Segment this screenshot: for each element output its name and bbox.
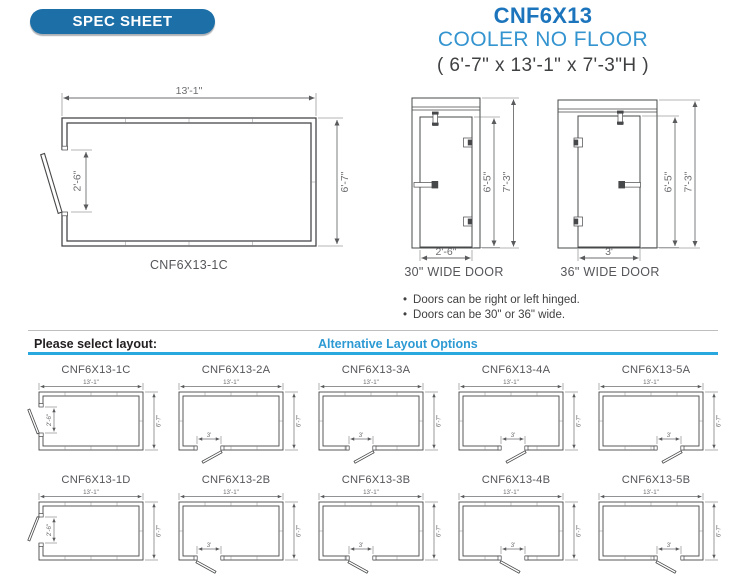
svg-text:13'-1": 13'-1" [363, 379, 379, 386]
layout-option-cnf6x13-2b[interactable]: CNF6X13-2B 13'-1" 6'-7" 3' [166, 474, 306, 576]
svg-text:6'-7": 6'-7" [716, 525, 723, 537]
layout-thumbnail-drawing: 13'-1" 6'-7" 2'-6" [27, 489, 163, 561]
title-block: CNF6X13 COOLER NO FLOOR ( 6'-7" x 13'-1"… [380, 3, 706, 77]
svg-text:2'-6": 2'-6" [46, 414, 53, 426]
select-layout-prompt: Please select layout: [34, 337, 157, 351]
svg-text:3': 3' [511, 432, 516, 439]
svg-text:6'-7": 6'-7" [436, 525, 443, 537]
layout-option-cnf6x13-5b[interactable]: CNF6X13-5B 13'-1" 6'-7" 3' [586, 474, 726, 576]
overall-dimensions: ( 6'-7" x 13'-1" x 7'-3"H ) [437, 55, 649, 76]
svg-text:13'-1": 13'-1" [83, 489, 99, 496]
svg-text:3': 3' [667, 432, 672, 439]
svg-text:2'-6": 2'-6" [46, 524, 53, 536]
layout-option-cnf6x13-5a[interactable]: CNF6X13-5A 13'-1" 6'-7" 3' [586, 364, 726, 466]
door36-height-dim: 6'-5" [663, 171, 675, 192]
alternative-layouts-heading: Alternative Layout Options [318, 337, 478, 351]
door36-width-dim: 3' [605, 246, 613, 258]
note-item: • Doors can be right or left hinged. [403, 293, 580, 308]
spec-sheet-banner: SPEC SHEET [30, 9, 215, 34]
layout-option-label: CNF6X13-4B [481, 474, 551, 486]
layout-option-label: CNF6X13-5A [621, 364, 691, 376]
layout-option-label: CNF6X13-5B [621, 474, 691, 486]
door36-label: 36" WIDE DOOR [560, 265, 659, 279]
svg-text:13'-1": 13'-1" [223, 379, 239, 386]
svg-text:13'-1": 13'-1" [363, 489, 379, 496]
layout-option-cnf6x13-3b[interactable]: CNF6X13-3B 13'-1" 6'-7" 3' [306, 474, 446, 576]
layout-option-cnf6x13-1c[interactable]: CNF6X13-1C 13'-1" 6'-7" 2'-6" [26, 364, 166, 466]
door30-label: 30" WIDE DOOR [404, 265, 503, 279]
svg-text:13'-1": 13'-1" [643, 489, 659, 496]
layout-option-label: CNF6X13-3B [341, 474, 411, 486]
svg-text:6'-7": 6'-7" [296, 415, 303, 427]
banner-label: SPEC SHEET [72, 13, 173, 30]
svg-text:3': 3' [359, 542, 364, 549]
layout-options-grid: CNF6X13-1C 13'-1" 6'-7" 2'-6" CNF6X13-2A 13'-… [26, 364, 726, 576]
floor-plan-drawing: 13'-1" 6'-7" 2'-6" CNF6X13-1C [40, 85, 351, 272]
svg-text:3': 3' [511, 542, 516, 549]
layout-option-label: CNF6X13-2A [201, 364, 271, 376]
svg-text:3': 3' [207, 432, 212, 439]
svg-text:13'-1": 13'-1" [503, 489, 519, 496]
svg-text:6'-7": 6'-7" [436, 415, 443, 427]
layout-thumbnail-drawing: 13'-1" 6'-7" 3' [318, 489, 443, 574]
door-36-elevation-drawing: 6'-5" 7'-3" 3' 36" WIDE DOOR [557, 99, 700, 279]
layout-thumbnail-drawing: 13'-1" 6'-7" 3' [458, 379, 583, 464]
door30-width-dim: 2'-6" [436, 246, 457, 258]
svg-text:3': 3' [667, 542, 672, 549]
layout-option-label: CNF6X13-2B [201, 474, 271, 486]
layout-thumbnail-drawing: 13'-1" 6'-7" 3' [178, 489, 303, 574]
svg-text:13'-1": 13'-1" [223, 489, 239, 496]
door30-height-dim: 6'-5" [482, 171, 494, 192]
layout-option-cnf6x13-4a[interactable]: CNF6X13-4A 13'-1" 6'-7" 3' [446, 364, 586, 466]
plan-depth-dim: 6'-7" [339, 171, 351, 192]
layout-option-cnf6x13-1d[interactable]: CNF6X13-1D 13'-1" 6'-7" 2'-6" [26, 474, 166, 576]
layout-option-label: CNF6X13-1C [61, 364, 131, 376]
layout-option-cnf6x13-3a[interactable]: CNF6X13-3A 13'-1" 6'-7" 3' [306, 364, 446, 466]
plan-width-dim: 13'-1" [176, 85, 203, 97]
note-item: • Doors can be 30" or 36" wide. [403, 308, 580, 323]
svg-text:13'-1": 13'-1" [503, 379, 519, 386]
svg-text:6'-7": 6'-7" [296, 525, 303, 537]
bullet-icon: • [403, 308, 408, 321]
layout-option-cnf6x13-2a[interactable]: CNF6X13-2A 13'-1" 6'-7" 3' [166, 364, 306, 466]
layout-thumbnail-drawing: 13'-1" 6'-7" 3' [598, 489, 723, 574]
model-title: CNF6X13 [493, 3, 593, 28]
blue-divider-line [28, 352, 718, 355]
door-30-elevation-drawing: 6'-5" 7'-3" 2'-6" 30" WIDE DOOR [404, 97, 519, 279]
layout-thumbnail-drawing: 13'-1" 6'-7" 3' [458, 489, 583, 574]
svg-text:6'-7": 6'-7" [156, 415, 163, 427]
door-notes: • Doors can be right or left hinged. • Doo… [403, 293, 580, 322]
bullet-icon: • [403, 294, 408, 306]
layout-thumbnail-drawing: 13'-1" 6'-7" 3' [598, 379, 723, 464]
svg-text:13'-1": 13'-1" [83, 379, 99, 386]
svg-text:6'-7": 6'-7" [156, 525, 163, 537]
svg-text:3': 3' [207, 542, 212, 549]
section-divider-line [28, 330, 718, 331]
svg-text:13'-1": 13'-1" [643, 379, 659, 386]
door30-overall-dim: 7'-3" [501, 171, 513, 192]
layout-thumbnail-drawing: 13'-1" 6'-7" 2'-6" [27, 379, 163, 451]
door-leaf [40, 152, 63, 215]
layout-option-label: CNF6X13-3A [341, 364, 411, 376]
door36-overall-dim: 7'-3" [683, 171, 695, 192]
plan-door-dim: 2'-6" [72, 170, 84, 191]
layout-option-label: CNF6X13-1D [61, 474, 131, 486]
layout-option-label: CNF6X13-4A [481, 364, 551, 376]
layout-thumbnail-drawing: 13'-1" 6'-7" 3' [318, 379, 443, 464]
product-subtitle: COOLER NO FLOOR [437, 28, 649, 51]
note-text: Doors can be right or left hinged. [413, 294, 580, 306]
svg-text:6'-7": 6'-7" [576, 415, 583, 427]
svg-text:6'-7": 6'-7" [716, 415, 723, 427]
layout-option-cnf6x13-4b[interactable]: CNF6X13-4B 13'-1" 6'-7" 3' [446, 474, 586, 576]
layout-thumbnail-drawing: 13'-1" 6'-7" 3' [178, 379, 303, 464]
svg-text:3': 3' [359, 432, 364, 439]
svg-text:6'-7": 6'-7" [576, 525, 583, 537]
note-text: Doors can be 30" or 36" wide. [413, 308, 566, 321]
plan-label: CNF6X13-1C [150, 258, 228, 272]
